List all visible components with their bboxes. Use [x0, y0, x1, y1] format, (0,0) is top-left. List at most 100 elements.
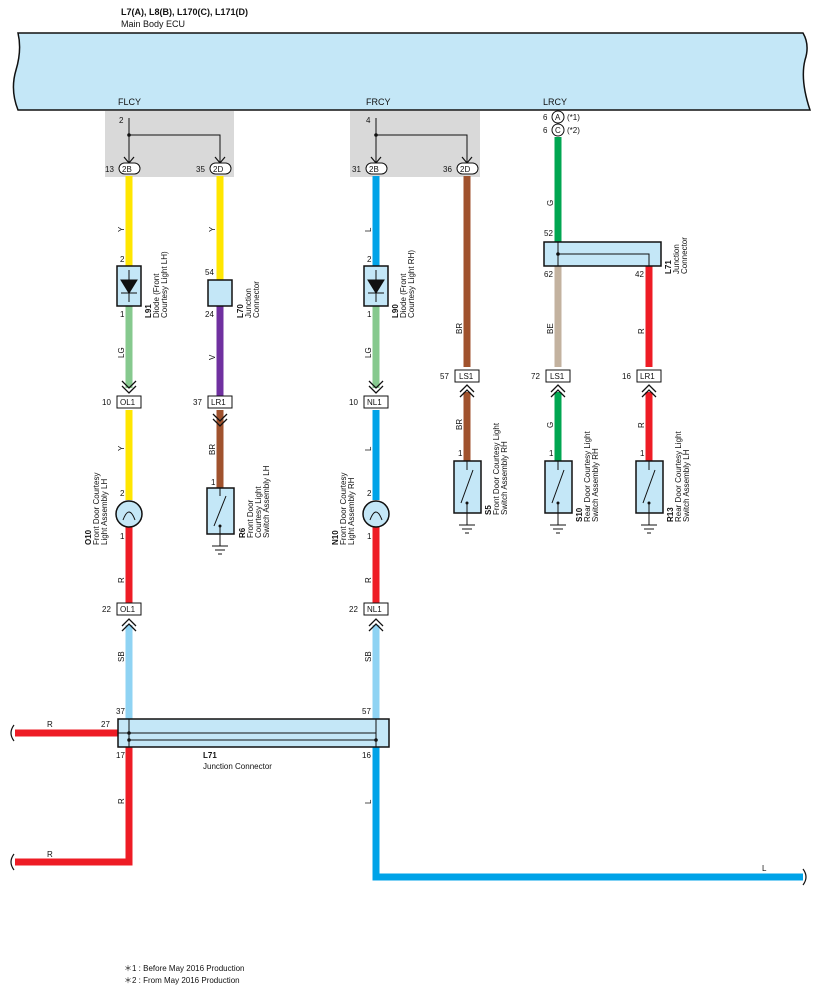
- component-code: R13: [666, 507, 675, 522]
- pin-top: 2: [120, 489, 125, 498]
- frcy-split-dot: [374, 133, 378, 137]
- pin: 1: [549, 449, 554, 458]
- diode-l90: 2 1 L90 Diode (Front Courtesy Light RH): [363, 250, 416, 319]
- wire-label-g: G: [546, 200, 555, 206]
- terminal-flcy: FLCY: [118, 97, 141, 107]
- flcy-split-line: [128, 118, 221, 162]
- pin-bottom: 1: [367, 310, 372, 319]
- pin-in: 52: [544, 229, 553, 238]
- ecu-connector-13-2b: 2B 13: [105, 156, 141, 175]
- conn-label: NL1: [367, 398, 382, 407]
- wire-label-l: L: [762, 864, 767, 873]
- wire-label-r: R: [637, 328, 646, 334]
- ecu-connector-35-2d: 2D 35: [196, 156, 232, 175]
- ecu-name: Main Body ECU: [121, 19, 185, 29]
- wire-label-be: BE: [546, 323, 555, 334]
- inline-connector-ls1-72: LS1 72: [531, 369, 571, 398]
- pin-top: 2: [367, 489, 372, 498]
- switch-r6: 1 R6 Front Door Courtesy Light Switch As…: [206, 465, 271, 555]
- ecu-conn-label: 2B: [369, 165, 379, 174]
- component-desc: Front Door Courtesy: [339, 473, 348, 545]
- lamp-o10: 2 1 O10 Front Door Courtesy Light Assemb…: [84, 473, 143, 545]
- wire-label-l: L: [364, 799, 373, 804]
- lrcy-pin-a: 6: [543, 113, 548, 122]
- component-desc: Diode (Front: [399, 273, 408, 318]
- wire-label-l: L: [364, 227, 373, 232]
- component-desc: Courtesy Light LH): [160, 251, 169, 318]
- inline-connector-ls1-57: LS1 57: [440, 369, 480, 398]
- ecu-conn-pin: 31: [352, 165, 361, 174]
- component-desc: Rear Door Courtesy Light: [583, 431, 592, 522]
- pin-bottom: 1: [120, 532, 125, 541]
- ecu-codes: L7(A), L8(B), L170(C), L171(D): [121, 7, 248, 17]
- wire-label-br: BR: [455, 323, 464, 334]
- component-desc: Switch Assembly RH: [500, 441, 509, 515]
- lrcy-conn-a-circle: [551, 110, 565, 124]
- lrcy-pin-c: 6: [543, 126, 548, 135]
- wire-label-v: V: [208, 354, 217, 360]
- component-desc: Switch Assembly RH: [591, 448, 600, 522]
- component-code: R6: [238, 527, 247, 538]
- wire-r-17: [15, 747, 133, 866]
- component-code: O10: [84, 529, 93, 545]
- pin-right: 42: [635, 270, 644, 279]
- wire-label-lg: LG: [364, 347, 373, 358]
- pin-top: 2: [120, 255, 125, 264]
- wire-label-lg: LG: [117, 347, 126, 358]
- pin-17: 17: [116, 751, 125, 760]
- conn-pin: 22: [349, 605, 358, 614]
- diode-l91: 2 1 L91 Diode (Front Courtesy Light LH): [116, 251, 169, 319]
- wire-label-br: BR: [455, 419, 464, 430]
- wire-label-r: R: [47, 720, 53, 729]
- ecu-connector-36-2d: 2D 36: [443, 156, 479, 175]
- conn-label: LR1: [211, 398, 226, 407]
- wire-label-g: G: [546, 422, 555, 428]
- pin-left: 62: [544, 270, 553, 279]
- ecu-conn-pin: 35: [196, 165, 205, 174]
- lrcy-note-a: (*1): [567, 113, 580, 122]
- ecu-conn-pin: 13: [105, 165, 114, 174]
- component-desc: Junction Connector: [203, 762, 272, 771]
- wire-label-r: R: [117, 798, 126, 804]
- component-desc: Rear Door Courtesy Light: [674, 431, 683, 522]
- pin-bottom: 24: [205, 310, 214, 319]
- conn-label: LS1: [459, 372, 474, 381]
- frcy-pin: 4: [366, 116, 371, 125]
- conn-pin: 57: [440, 372, 449, 381]
- component-code: L70: [236, 304, 245, 318]
- conn-label: LS1: [550, 372, 565, 381]
- frcy-split-line: [375, 118, 468, 162]
- component-code: L71: [664, 260, 673, 274]
- component-code: L91: [144, 304, 153, 318]
- inline-connector-lr1-37: LR1 37: [193, 395, 233, 427]
- wire-break-left-bottom: [10, 853, 15, 871]
- pin: 1: [211, 478, 216, 487]
- terminal-lrcy: LRCY: [543, 97, 567, 107]
- lrcy-conn-c: C: [555, 126, 561, 135]
- pin: 1: [458, 449, 463, 458]
- component-desc: Switch Assembly LH: [682, 449, 691, 522]
- wire-label-y: Y: [117, 445, 126, 451]
- pin-37: 37: [116, 707, 125, 716]
- wire-label-r: R: [47, 850, 53, 859]
- component-desc: Diode (Front: [152, 273, 161, 318]
- flcy-pin: 2: [119, 116, 124, 125]
- wire-label-l: L: [364, 446, 373, 451]
- component-desc: Junction: [672, 244, 681, 274]
- component-code: S5: [484, 505, 493, 515]
- ecu-conn-label: 2D: [213, 165, 223, 174]
- component-code: L90: [391, 304, 400, 318]
- inline-connector-lr1-16: LR1 16: [622, 369, 662, 398]
- component-desc: Front Door: [246, 499, 255, 538]
- conn-pin: 10: [102, 398, 111, 407]
- switch-s5: 1 S5 Front Door Courtesy Light Switch As…: [453, 422, 509, 534]
- wire-label-br: BR: [208, 444, 217, 455]
- component-desc: Connector: [680, 237, 689, 274]
- ecu-connector-31-2b: 2B 31: [352, 156, 388, 175]
- pin-16: 16: [362, 751, 371, 760]
- pin: 1: [640, 449, 645, 458]
- component-desc: Junction: [244, 288, 253, 318]
- wire-label-r: R: [117, 577, 126, 583]
- lrcy-note-c: (*2): [567, 126, 580, 135]
- lrcy-conn-c-circle: [551, 123, 565, 137]
